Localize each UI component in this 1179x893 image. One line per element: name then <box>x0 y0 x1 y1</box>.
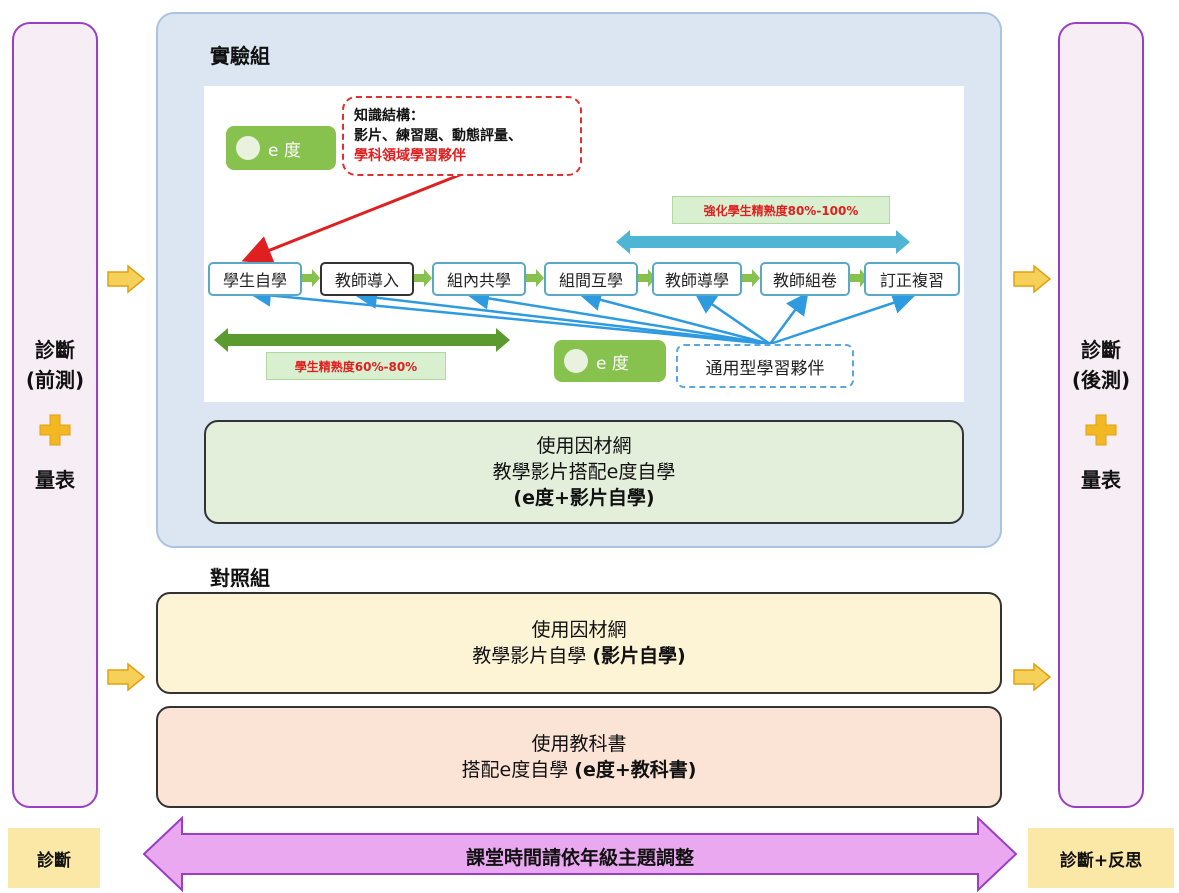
ctrl1-line1: 使用因材網 <box>531 619 627 641</box>
pretest-line2: (前測) <box>25 368 85 392</box>
knowledge-line3: 學科領域學習夥伴 <box>354 148 466 164</box>
double-arrow-icon <box>142 816 1018 892</box>
ctrl1-line2-bold: (影片自學) <box>592 645 686 667</box>
edu-badge-top: e 度 <box>226 126 336 170</box>
edu-badge-label-bottom: e 度 <box>596 353 629 374</box>
bottom-arrow-label: 課堂時間請依年級主題調整 <box>465 846 694 869</box>
e-du-mascot-icon <box>564 349 588 373</box>
step-student-self-study: 學生自學 <box>208 262 302 296</box>
exp-method-line3: (e度+影片自學) <box>513 487 655 509</box>
double-arrow-icon <box>616 230 910 254</box>
e-du-mascot-icon <box>236 136 260 160</box>
edu-badge-bottom: e 度 <box>554 340 666 382</box>
knowledge-structure-box: 知識結構： 影片、練習題、動態評量、 學科領域學習夥伴 <box>342 96 582 176</box>
knowledge-line1: 知識結構： <box>354 108 424 124</box>
step-teacher-guide: 教師導學 <box>652 262 742 296</box>
bottom-right-label: 診斷+反思 <box>1028 828 1174 888</box>
exp-method-line2: 教學影片搭配e度自學 <box>492 461 676 483</box>
general-partner-box: 通用型學習夥伴 <box>676 344 854 388</box>
mastery-high-tag: 強化學生精熟度80%-100% <box>672 196 890 224</box>
mastery-low-tag: 學生精熟度60%-80% <box>266 352 446 380</box>
right-arrow-icon <box>1013 662 1052 692</box>
step-teacher-quiz: 教師組卷 <box>760 262 850 296</box>
ctrl1-line2: 教學影片自學 (影片自學) <box>472 643 685 669</box>
knowledge-line2: 影片、練習題、動態評量、 <box>354 128 522 144</box>
control-method2-box: 使用教科書 搭配e度自學 (e度+教科書) <box>156 706 1002 808</box>
edu-badge-label: e 度 <box>268 140 301 161</box>
pretest-panel: 診斷 (前測) 量表 <box>12 22 98 808</box>
ctrl2-line2-plain: 搭配e度自學 <box>461 759 575 781</box>
exp-method-line1: 使用因材網 <box>536 435 632 457</box>
posttest-line2: (後測) <box>1071 368 1131 392</box>
step-group-colearn: 組內共學 <box>432 262 526 296</box>
posttest-line3: 量表 <box>1081 468 1121 492</box>
ctrl2-line1: 使用教科書 <box>531 733 627 755</box>
ctrl2-line2-bold: (e度+教科書) <box>574 759 697 781</box>
posttest-panel: 診斷 (後測) 量表 <box>1058 22 1144 808</box>
control-method1-box: 使用因材網 教學影片自學 (影片自學) <box>156 592 1002 694</box>
step-intergroup-learn: 組間互學 <box>544 262 638 296</box>
plus-icon <box>1085 414 1117 446</box>
step-teacher-intro: 教師導入 <box>320 262 414 296</box>
control-title: 對照組 <box>210 566 270 590</box>
pretest-line3: 量表 <box>35 468 75 492</box>
right-arrow-icon <box>107 264 146 294</box>
plus-icon <box>39 414 71 446</box>
right-arrow-icon <box>1013 264 1052 294</box>
step-revise-review: 訂正複習 <box>864 262 960 296</box>
ctrl2-line2: 搭配e度自學 (e度+教科書) <box>462 757 697 783</box>
experiment-title: 實驗組 <box>210 44 270 68</box>
pretest-line1: 診斷 <box>35 338 75 362</box>
experiment-method-box: 使用因材網 教學影片搭配e度自學 (e度+影片自學) <box>204 420 964 524</box>
right-arrow-icon <box>107 662 146 692</box>
posttest-line1: 診斷 <box>1081 338 1121 362</box>
bottom-left-label: 診斷 <box>8 828 100 888</box>
ctrl1-line2-plain: 教學影片自學 <box>472 645 593 667</box>
double-arrow-icon <box>214 328 510 352</box>
